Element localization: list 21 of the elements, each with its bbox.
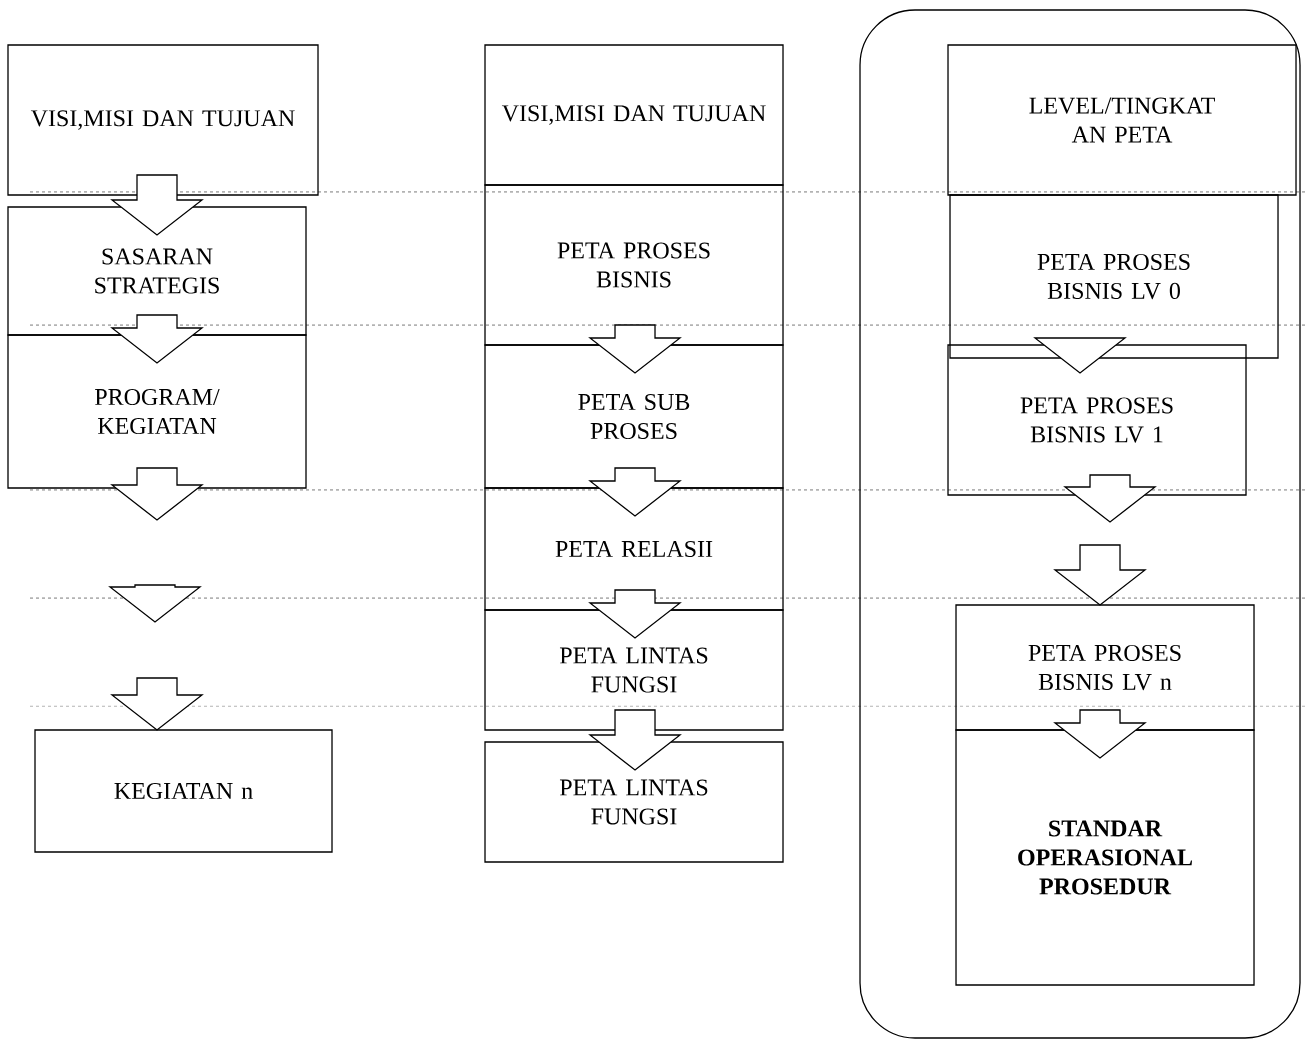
process-box: PETA PROSES BISNIS: [484, 184, 784, 346]
process-box: VISI,MISI DAN TUJUAN: [7, 44, 319, 196]
block-arrow: [1053, 544, 1147, 606]
block-arrow: [110, 467, 204, 521]
process-box: KEGIATAN n: [34, 729, 333, 853]
block-arrow: [1063, 474, 1157, 523]
block-arrow: [1053, 709, 1147, 759]
process-box: PETA PROSES BISNIS LV 0: [949, 194, 1279, 359]
rounded-panel: [859, 9, 1301, 1039]
block-arrow: [588, 709, 682, 771]
process-box: LEVEL/TINGKAT AN PETA: [947, 44, 1297, 196]
process-box: PETA LINTAS FUNGSI: [484, 741, 784, 863]
process-box: PETA PROSES BISNIS LV n: [955, 604, 1255, 731]
block-arrow: [588, 589, 682, 639]
process-box: STANDAR OPERASIONAL PROSEDUR: [955, 729, 1255, 986]
block-arrow: [110, 314, 204, 364]
process-box: VISI,MISI DAN TUJUAN: [484, 44, 784, 186]
block-arrow: [110, 677, 204, 731]
block-arrow: [588, 324, 682, 374]
block-arrow: [110, 174, 204, 236]
block-arrow: [588, 467, 682, 517]
